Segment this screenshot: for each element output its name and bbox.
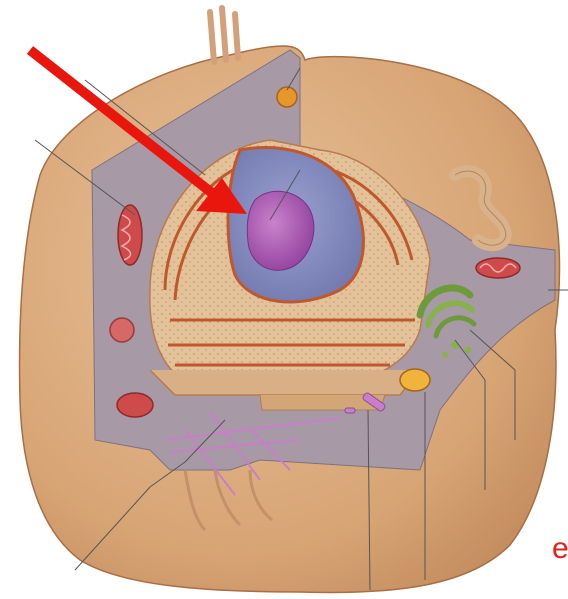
partial-label-text: e [552,534,568,564]
mitochondrion [118,205,142,265]
lysosome [110,318,134,342]
mitochondrion [117,393,153,417]
vesicle [400,369,430,391]
mitochondrion [476,258,520,278]
